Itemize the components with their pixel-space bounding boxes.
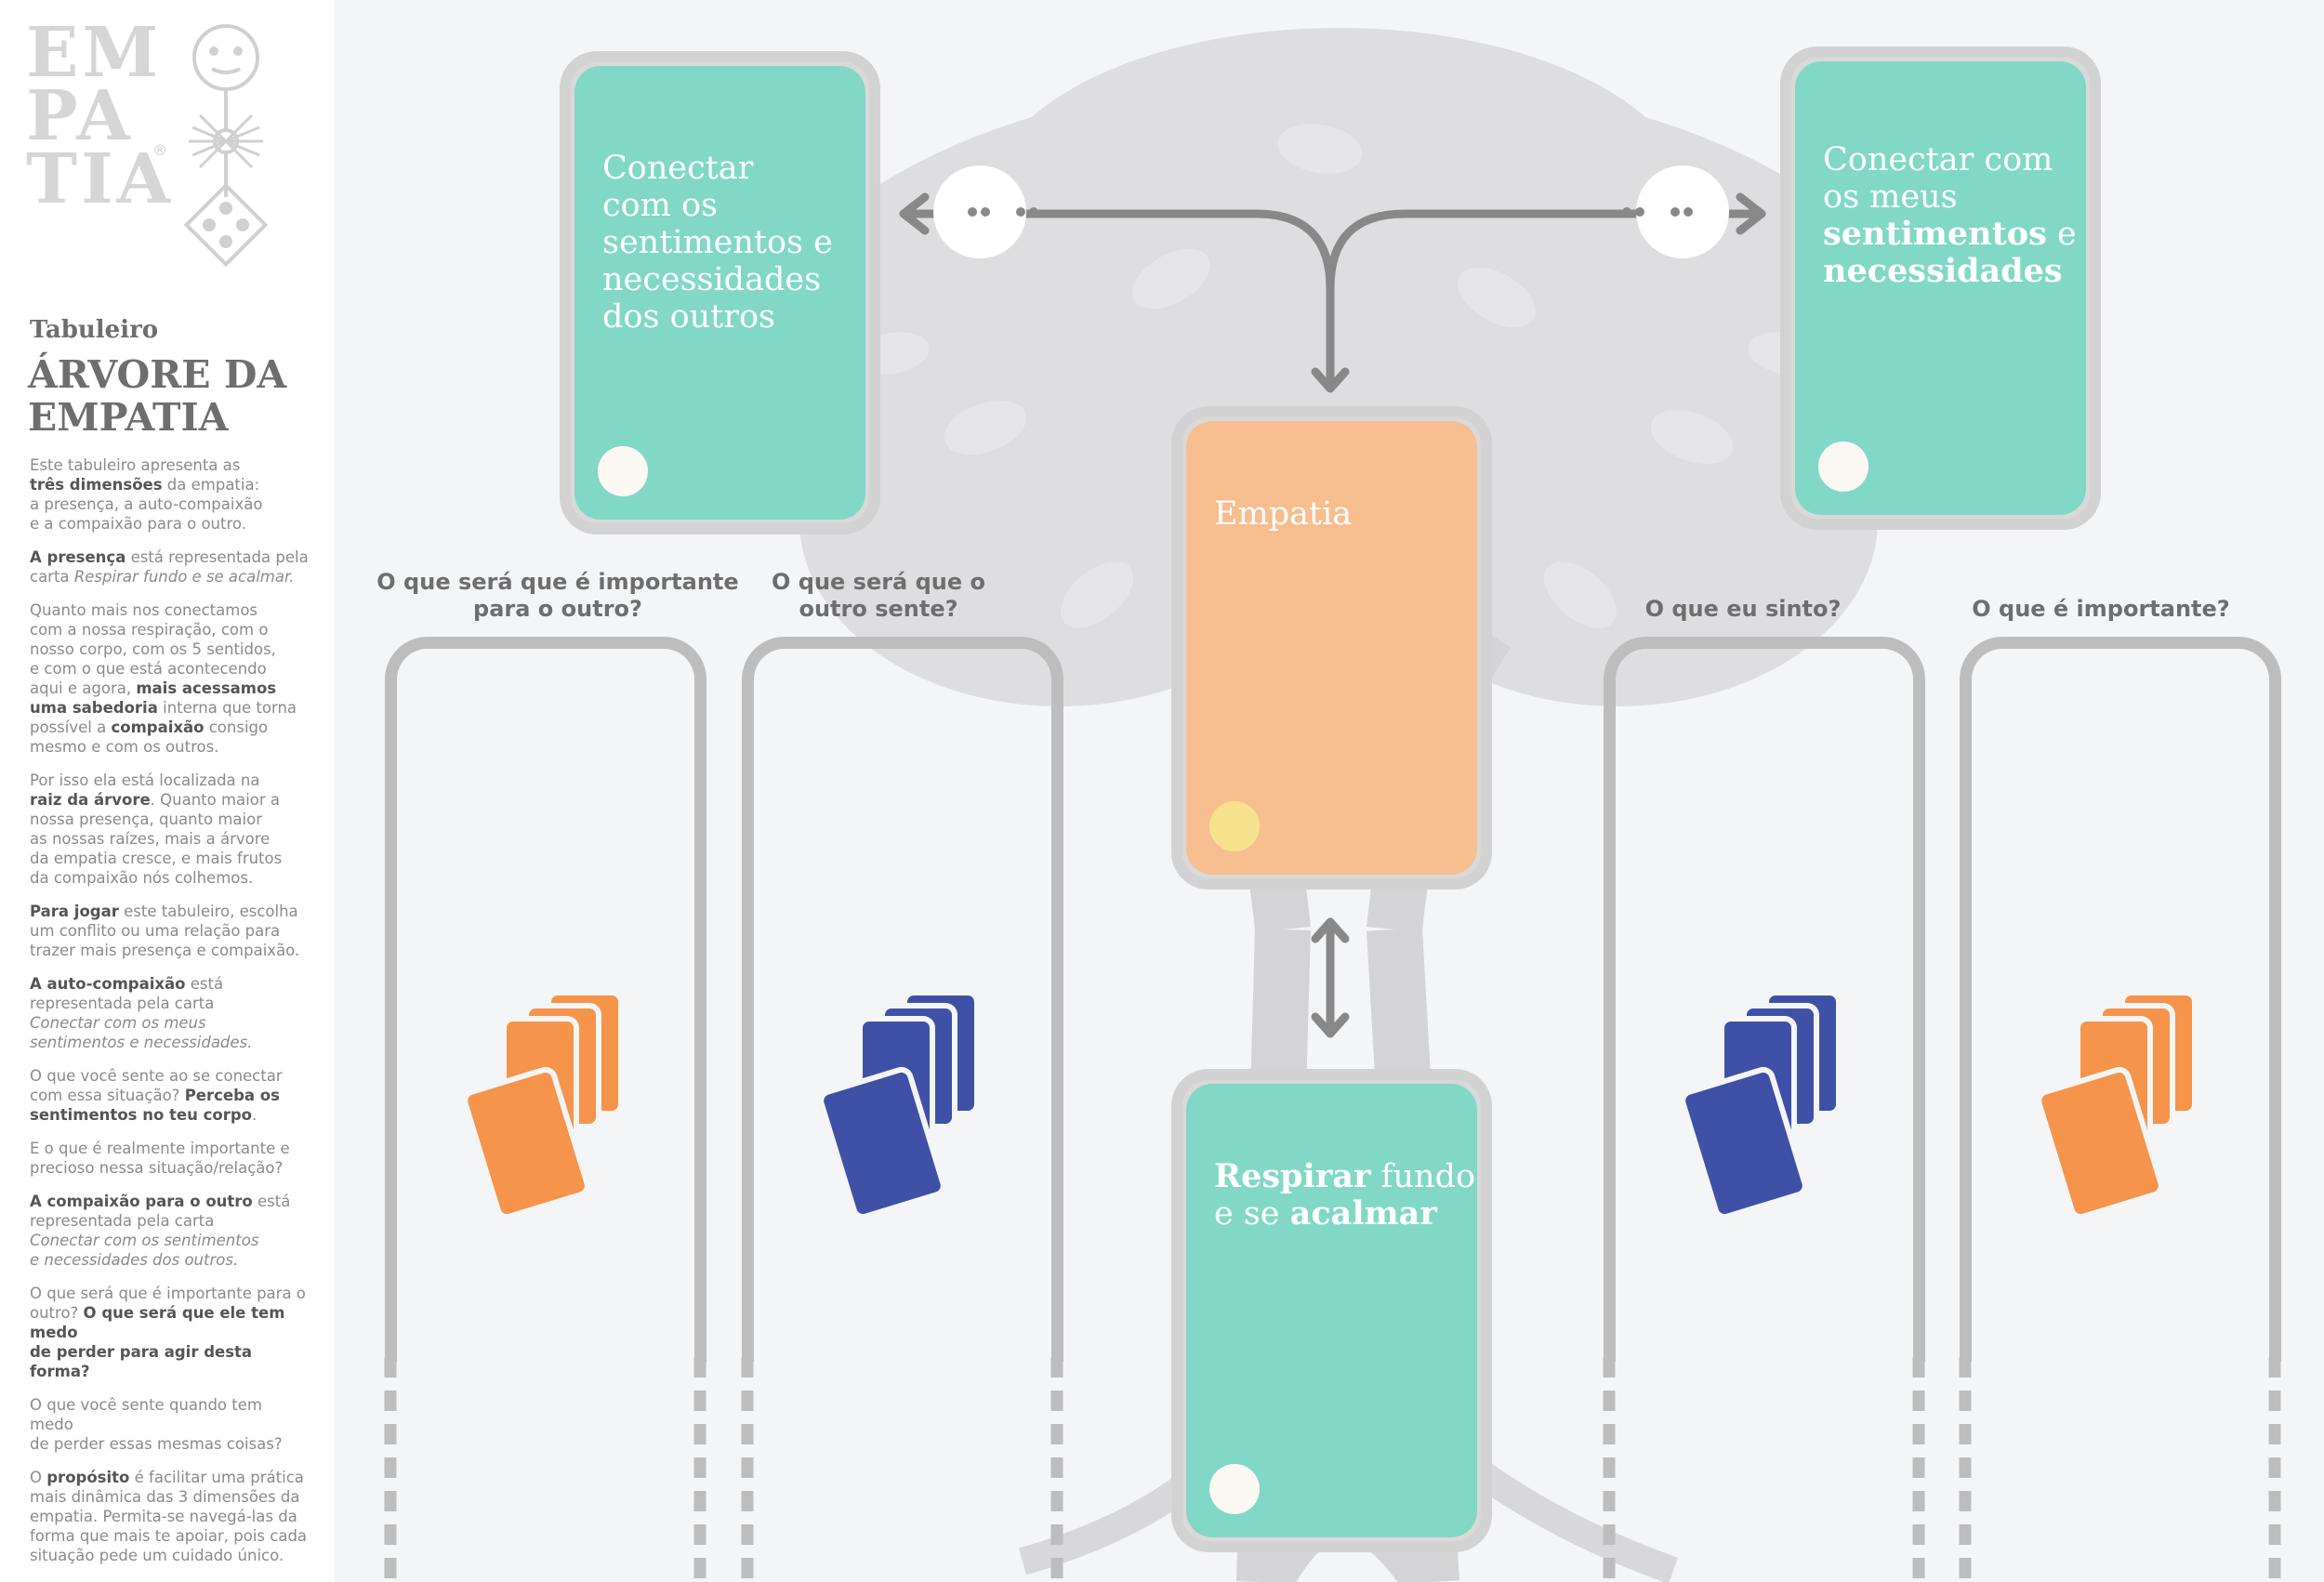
sidebar: EM PA TIA ®: [0, 0, 335, 1582]
blue-deck-right[interactable]: [1664, 985, 1868, 1227]
connector-arrows: [899, 165, 1766, 1038]
logo-text-line2: PA: [26, 76, 134, 156]
question-label-important: O que é importante?: [1972, 596, 2230, 622]
card-self-dot: [1818, 442, 1868, 492]
card-others-dot: [598, 446, 648, 496]
card-empatia[interactable]: Empatia: [1186, 421, 1477, 875]
card-breathe-dot: [1209, 1464, 1260, 1514]
board-title: ÁRVORE DA EMPATIA: [28, 353, 286, 439]
board-subtitle: Tabuleiro: [30, 316, 159, 344]
lane-dashed-ends: [384, 1357, 2281, 1582]
decorative-dot-left: [933, 165, 1026, 258]
decorative-dot-right: [1636, 165, 1729, 258]
arrow-to-self: [1326, 209, 1766, 293]
lane-others-important[interactable]: [385, 637, 706, 1362]
orange-deck-right[interactable]: [2020, 985, 2225, 1227]
card-empatia-dot: [1209, 801, 1260, 851]
orange-deck-left[interactable]: [446, 985, 651, 1227]
lane-important[interactable]: [1960, 637, 2281, 1362]
figure-icon: [183, 24, 269, 268]
logo-text-line3: TIA: [26, 139, 175, 219]
lane-i-feel[interactable]: [1604, 637, 1925, 1362]
empatia-logo: EM PA TIA ®: [26, 13, 296, 299]
blue-deck-left[interactable]: [802, 985, 1007, 1227]
lane-others-feel[interactable]: [742, 637, 1063, 1362]
card-slot-empatia[interactable]: Empatia: [1171, 406, 1492, 890]
card-empatia-text: Empatia: [1214, 495, 1353, 533]
logo-registered-mark: ®: [152, 141, 167, 159]
logo-text-line1: EM: [26, 13, 163, 93]
board-title-line2: EMPATIA: [28, 395, 229, 440]
question-label-i-feel: O que eu sinto?: [1644, 596, 1842, 622]
board-title-line1: ÁRVORE DA: [28, 352, 287, 397]
